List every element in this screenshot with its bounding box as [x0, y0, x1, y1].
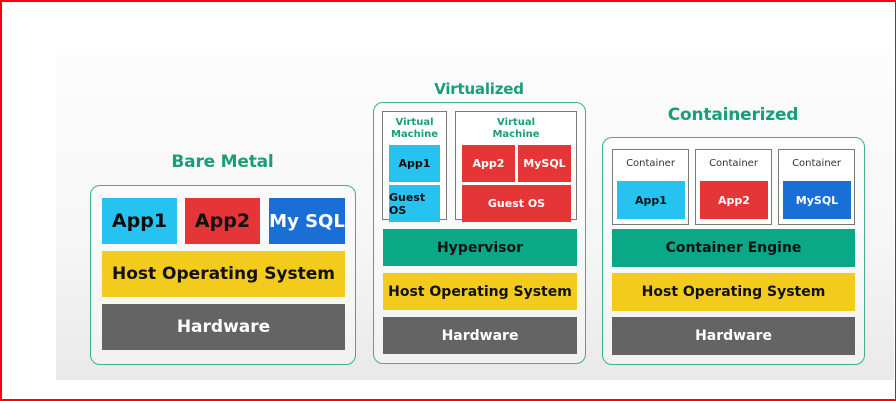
container-1: Container App1: [612, 149, 689, 225]
vm1-label: Virtual Machine: [390, 117, 439, 140]
vm1-guest-os: Guest OS: [389, 185, 440, 222]
container-2-app: App2: [700, 181, 768, 219]
bare-metal-title: Bare Metal: [171, 152, 274, 172]
container-engine-layer: Container Engine: [612, 229, 855, 267]
virtualized-hardware: Hardware: [383, 317, 577, 354]
virtualized-panel: Virtual Machine App1 Guest OS Virtual Ma…: [373, 102, 586, 364]
bare-metal-panel: App1 App2 My SQL Host Operating System H…: [90, 185, 356, 365]
containerized-host-os: Host Operating System: [612, 273, 855, 311]
vm2-guest-os: Guest OS: [462, 185, 571, 222]
virtualized-title: Virtualized: [434, 80, 524, 98]
bare-metal-host-os: Host Operating System: [102, 251, 345, 297]
container-3-label: Container: [792, 158, 841, 169]
bare-metal-mysql: My SQL: [269, 198, 345, 244]
container-1-label: Container: [626, 158, 675, 169]
virtualized-host-os: Host Operating System: [383, 273, 577, 310]
container-3-app: MySQL: [783, 181, 851, 219]
bare-metal-app2: App2: [185, 198, 260, 244]
container-2-label: Container: [709, 158, 758, 169]
vm2-mysql: MySQL: [518, 145, 571, 182]
vm2-app2: App2: [462, 145, 515, 182]
bare-metal-app1: App1: [102, 198, 177, 244]
containerized-title: Containerized: [667, 105, 799, 125]
virtual-machine-2: Virtual Machine App2 MySQL Guest OS: [455, 111, 577, 222]
vm1-app1: App1: [389, 145, 440, 182]
vm2-label: Virtual Machine: [492, 117, 540, 140]
container-3: Container MySQL: [778, 149, 855, 225]
hypervisor-layer: Hypervisor: [383, 229, 577, 266]
container-2: Container App2: [695, 149, 772, 225]
containerized-hardware: Hardware: [612, 317, 855, 355]
virtual-machine-1: Virtual Machine App1 Guest OS: [382, 111, 447, 222]
containerized-panel: Container App1 Container App2 Container …: [602, 137, 865, 365]
container-1-app: App1: [617, 181, 685, 219]
bare-metal-hardware: Hardware: [102, 304, 345, 350]
